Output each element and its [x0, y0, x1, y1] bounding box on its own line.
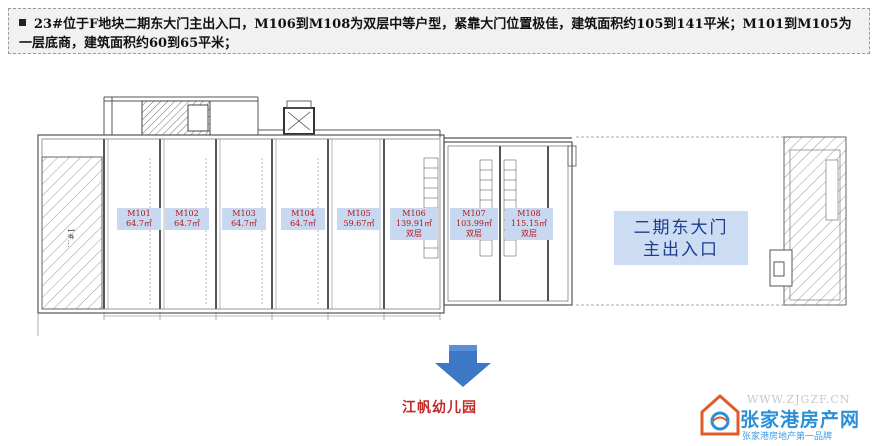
description-box: 23#位于F地块二期东大门主出入口，M106到M108为双层中等户型，紧靠大门位… — [8, 8, 870, 54]
unit-label-m102: M102 64.7㎡ — [165, 208, 209, 230]
unit-area: 115.15㎡ — [511, 219, 547, 228]
unit-area: 59.67㎡ — [343, 219, 375, 228]
unit-area: 64.7㎡ — [174, 219, 200, 228]
wall-annotation: 1#... — [66, 228, 75, 247]
description-text: 23#位于F地块二期东大门主出入口，M106到M108为双层中等户型，紧靠大门位… — [19, 17, 852, 51]
unit-note: 双层 — [406, 229, 422, 238]
unit-id: M102 — [175, 209, 199, 218]
left-hatched-area — [41, 156, 103, 310]
watermark-slogan: 张家港房地产第一品牌 — [742, 432, 833, 442]
house-logo-icon — [700, 394, 740, 436]
unit-label-m104: M104 64.7㎡ — [281, 208, 325, 230]
kindergarten-label: 江帆幼儿园 — [402, 400, 477, 416]
unit-id: M108 — [517, 209, 541, 218]
unit-id: M107 — [462, 209, 486, 218]
unit-area: 64.7㎡ — [231, 219, 257, 228]
gate-label-box: 二期东大门 主出入口 — [614, 211, 748, 265]
unit-note: 双层 — [466, 229, 482, 238]
unit-id: M106 — [402, 209, 426, 218]
unit-area: 139.91㎡ — [396, 219, 432, 228]
unit-area: 64.7㎡ — [126, 219, 152, 228]
unit-id: M105 — [347, 209, 371, 218]
unit-label-m106: M106 139.91㎡ 双层 — [390, 208, 438, 240]
unit-label-m107: M107 103.99㎡ 双层 — [450, 208, 498, 240]
down-arrow-icon — [435, 345, 491, 387]
unit-label-m105: M105 59.67㎡ — [337, 208, 381, 230]
stair-core — [187, 104, 209, 132]
watermark-url: WWW.ZJGZF.CN — [747, 393, 851, 406]
unit-id: M103 — [232, 209, 256, 218]
unit-label-m101: M101 64.7㎡ — [117, 208, 161, 230]
gate-label-line2: 主出入口 — [643, 240, 719, 260]
front-dimension-line — [37, 312, 441, 336]
unit-label-m103: M103 64.7㎡ — [222, 208, 266, 230]
unit-label-m108: M108 115.15㎡ 双层 — [505, 208, 553, 240]
unit-area: 64.7㎡ — [290, 219, 316, 228]
gate-label-line1: 二期东大门 — [633, 218, 729, 238]
unit-note: 双层 — [521, 229, 537, 238]
unit-area: 103.99㎡ — [456, 219, 492, 228]
watermark-name: 张家港房产网 — [740, 409, 861, 431]
bullet-icon — [19, 19, 26, 26]
unit-id: M101 — [127, 209, 151, 218]
unit-id: M104 — [291, 209, 315, 218]
